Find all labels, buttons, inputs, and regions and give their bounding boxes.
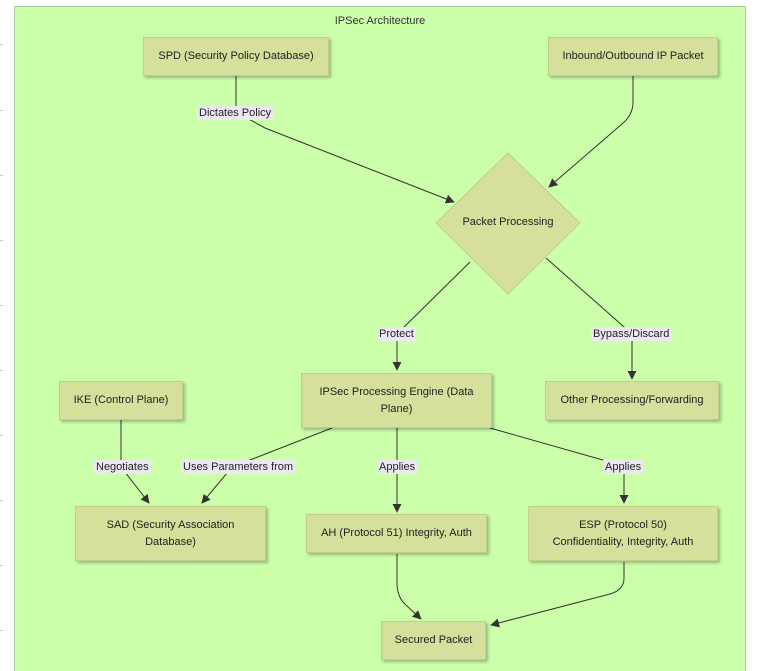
esp-node-line1: ESP (Protocol 50) <box>579 518 667 531</box>
edge-label-negotiates: Negotiates <box>94 460 151 474</box>
ike-node: IKE (Control Plane) <box>59 381 183 420</box>
other-processing-node: Other Processing/Forwarding <box>545 381 719 420</box>
sad-node: SAD (Security Association Database) <box>75 506 266 561</box>
edge-processing-to-other <box>545 257 637 380</box>
edge-spd-to-processing <box>235 76 455 204</box>
edge-label-uses-parameters: Uses Parameters from <box>181 460 296 474</box>
edge-ah-to-secured <box>396 554 422 620</box>
edge-esp-to-secured <box>490 562 625 628</box>
ip-packet-node: Inbound/Outbound IP Packet <box>548 37 718 76</box>
esp-node: ESP (Protocol 50) Confidentiality, Integ… <box>528 506 718 561</box>
edge-packet-to-processing <box>548 76 634 188</box>
cluster-title: IPSec Architecture <box>334 15 426 27</box>
secured-packet-node: Secured Packet <box>381 621 486 660</box>
packet-processing-label: Packet Processing <box>462 216 554 228</box>
edge-label-protect: Protect <box>377 327 416 341</box>
edge-label-applies-esp: Applies <box>603 460 644 474</box>
edge-label-bypass-discard: Bypass/Discard <box>591 327 672 341</box>
spd-node: SPD (Security Policy Database) <box>143 37 329 76</box>
edge-label-applies-ah: Applies <box>377 460 418 474</box>
esp-node-line2: Confidentiality, Integrity, Auth <box>552 535 694 548</box>
edge-processing-to-engine <box>392 261 471 371</box>
packet-processing-diamond <box>435 152 581 295</box>
ipsec-engine-node: IPSec Processing Engine (Data Plane) <box>301 373 492 428</box>
ah-node: AH (Protocol 51) Integrity, Auth <box>306 514 487 553</box>
edge-label-dictates-policy: Dictates Policy <box>197 106 274 120</box>
edge-tick-marks <box>0 0 14 671</box>
